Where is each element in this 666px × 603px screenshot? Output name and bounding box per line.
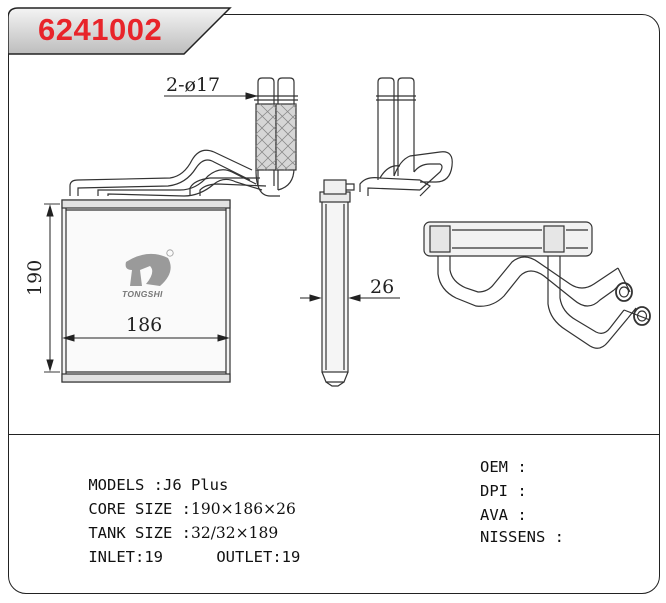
sheet-frame (8, 14, 660, 594)
brand-logo (125, 249, 174, 286)
spec-models-label: MODELS : (88, 476, 163, 494)
ref-nissens: NISSENS : (480, 528, 564, 546)
spec-inlet-value: 19 (144, 548, 163, 566)
spec-outlet-value: 19 (281, 548, 301, 566)
front-view-core (61, 199, 231, 383)
side-view (319, 77, 453, 387)
spec-models-value: J6 Plus (162, 476, 229, 494)
dim-label-height: 190 (24, 259, 46, 296)
part-number-tab: 6241002 (8, 6, 232, 55)
spec-inlet: INLET:19 (51, 530, 163, 584)
dim-label-pipe: 2-ø17 (166, 74, 221, 96)
front-view-pipes (69, 77, 298, 197)
ref-ava: AVA : (480, 506, 527, 524)
spec-tank-size-value: 32/32×189 (190, 524, 279, 542)
spec-outlet: OUTLET:19 (179, 530, 300, 584)
technical-drawing (44, 77, 651, 387)
dim-label-width: 186 (126, 314, 163, 336)
ref-dpi: DPI : (480, 482, 527, 500)
spec-outlet-label: OUTLET: (216, 548, 282, 566)
spec-inlet-label: INLET: (88, 548, 145, 566)
part-number: 6241002 (38, 12, 163, 47)
spec-core-size-label: CORE SIZE : (88, 500, 191, 518)
brand-logo-text: TONGSHI (122, 289, 163, 299)
dim-label-thickness: 26 (370, 276, 395, 298)
top-view (423, 221, 651, 349)
part-number-tab-shape (8, 7, 232, 55)
spec-models: MODELS :J6 Plus (51, 458, 228, 512)
spec-tank-size-label: TANK SIZE : (88, 524, 191, 542)
section-divider (9, 434, 659, 435)
spec-core-size-value: 190×186×26 (190, 500, 296, 518)
spec-tank-size: TANK SIZE :32/32×189 (51, 506, 278, 560)
ref-oem: OEM : (480, 458, 527, 476)
spec-core-size: CORE SIZE :190×186×26 (51, 482, 296, 536)
